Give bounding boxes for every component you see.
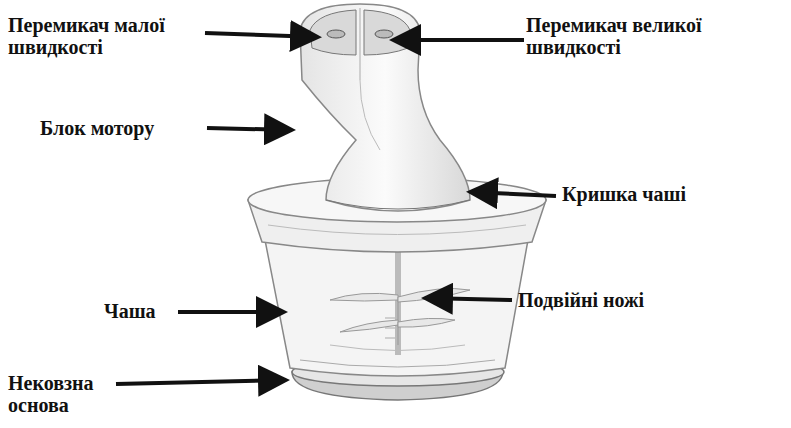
part-label: Блок мотору (40, 117, 210, 139)
part-label: Нековзна основа (8, 372, 116, 416)
part-label: Подвійні ножі (518, 289, 748, 311)
bowl (265, 240, 528, 376)
double-blades (330, 289, 470, 332)
part-label: Чаша (104, 300, 184, 322)
part-label: Кришка чаші (562, 183, 762, 205)
motor-unit (300, 4, 470, 211)
switch-label: Перемикач великої швидкості (526, 14, 786, 58)
speed-switches (310, 10, 410, 55)
leader-arrows (116, 33, 556, 384)
switch-label: Перемикач малої швидкості (8, 14, 203, 58)
